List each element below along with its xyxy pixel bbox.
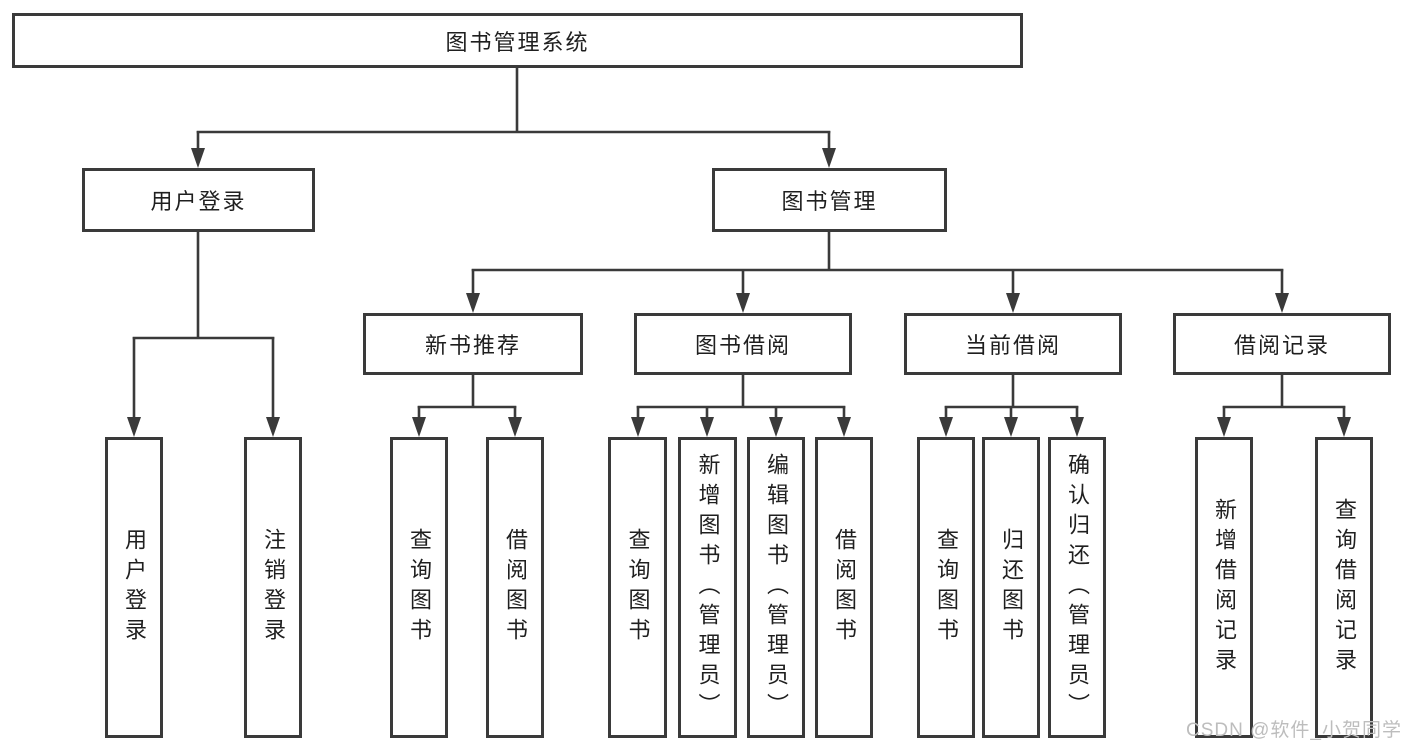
- node-label: 用户登录: [122, 527, 147, 648]
- leaf-add-book-admin: 新增图书（管理员）: [678, 437, 737, 738]
- node-label: 新增借阅记录: [1212, 497, 1237, 678]
- node-book-borrowing: 图书借阅: [634, 313, 852, 375]
- leaf-query-borrow-record: 查询借阅记录: [1315, 437, 1373, 738]
- node-label: 确认归还（管理员）: [1065, 452, 1090, 723]
- node-label: 图书借阅: [694, 333, 791, 358]
- leaf-return-book: 归还图书: [982, 437, 1040, 738]
- node-label: 查询借阅记录: [1332, 497, 1357, 678]
- leaf-query-books-recommend: 查询图书: [390, 437, 448, 738]
- node-label: 用户登录: [150, 189, 247, 214]
- leaf-query-books-current: 查询图书: [917, 437, 975, 738]
- node-current-borrowing: 当前借阅: [904, 313, 1122, 375]
- node-label: 编辑图书（管理员）: [764, 452, 789, 723]
- node-label: 查询图书: [407, 527, 432, 648]
- leaf-user-login: 用户登录: [105, 437, 163, 738]
- node-label: 查询图书: [934, 527, 959, 648]
- leaf-confirm-return-admin: 确认归还（管理员）: [1048, 437, 1106, 738]
- leaf-add-borrow-record: 新增借阅记录: [1195, 437, 1253, 738]
- node-library-management-system: 图书管理系统: [12, 13, 1023, 68]
- node-label: 借阅图书: [832, 527, 857, 648]
- node-label: 新增图书（管理员）: [695, 452, 721, 723]
- leaf-edit-book-admin: 编辑图书（管理员）: [747, 437, 805, 738]
- node-label: 图书管理: [781, 189, 878, 214]
- node-user-login: 用户登录: [82, 168, 315, 232]
- node-label: 借阅图书: [503, 527, 528, 648]
- node-label: 新书推荐: [424, 333, 521, 358]
- node-label: 借阅记录: [1233, 333, 1330, 358]
- node-new-book-recommendation: 新书推荐: [363, 313, 583, 375]
- node-label: 查询图书: [625, 527, 651, 648]
- leaf-borrow-books-recommend: 借阅图书: [486, 437, 544, 738]
- node-label: 当前借阅: [964, 333, 1061, 358]
- node-label: 图书管理系统: [445, 29, 590, 55]
- node-label: 归还图书: [999, 527, 1024, 648]
- leaf-logout: 注销登录: [244, 437, 302, 738]
- node-borrowing-records: 借阅记录: [1173, 313, 1391, 375]
- node-label: 注销登录: [261, 527, 286, 648]
- leaf-query-books-borrow: 查询图书: [608, 437, 667, 738]
- leaf-borrow-books-borrow: 借阅图书: [815, 437, 873, 738]
- node-book-management: 图书管理: [712, 168, 947, 232]
- csdn-watermark: CSDN @软件_小贺同学: [1186, 720, 1402, 741]
